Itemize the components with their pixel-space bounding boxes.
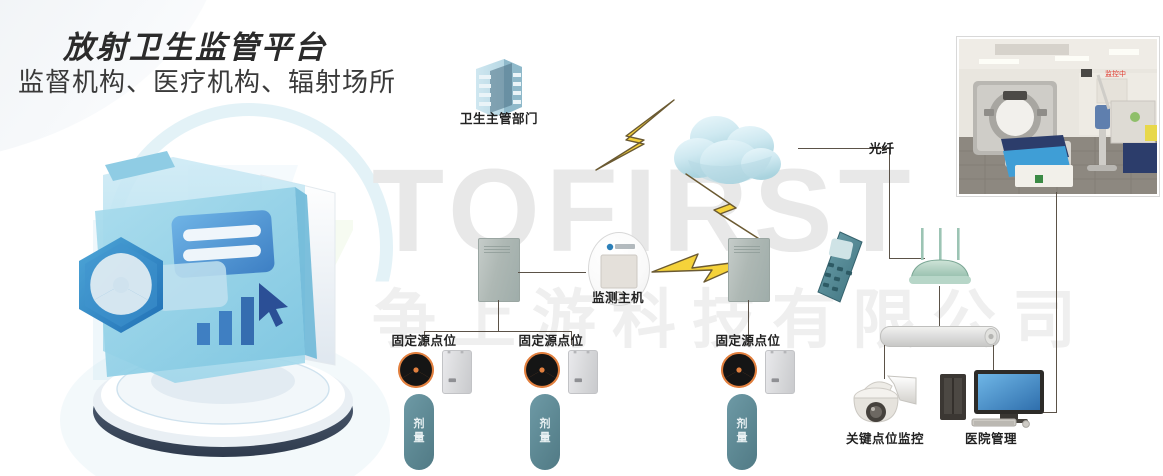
wireless-router-icon (909, 228, 971, 284)
wireless-link-bolt-icon (595, 99, 675, 171)
monitor-host-icon (588, 232, 650, 306)
link-gateway-branch (424, 331, 572, 333)
link-label-fiber: 光纤 (869, 142, 895, 156)
svg-text:监控中: 监控中 (1105, 69, 1126, 78)
radiation-trefoil-icon (524, 352, 560, 388)
dose-label-bottom: 量 (736, 432, 748, 444)
dose-label-top: 剂 (413, 418, 425, 431)
dose-label-top: 剂 (539, 418, 551, 431)
radiation-trefoil-icon (721, 352, 757, 388)
link-photo-to-pc (1056, 192, 1058, 413)
radiation-folder-illustration (79, 151, 353, 457)
detector-box-icon (442, 349, 472, 394)
link-bus-to-camera (884, 345, 886, 379)
page-title: 放射卫生监管平台 (63, 30, 327, 65)
link-gateway-right-down (748, 300, 750, 345)
dose-label-bottom: 量 (413, 432, 425, 444)
node-label-hospital-pc: 医院管理 (964, 432, 1017, 446)
dose-badge: 剂 量 (530, 394, 560, 470)
radiation-trefoil-icon (398, 352, 434, 388)
link-fiber-vertical (889, 148, 891, 258)
cloud-icon (674, 116, 781, 184)
link-cloud-to-fiber (798, 148, 890, 150)
wireless-link-bolt-icon (685, 173, 765, 243)
gateway-cabinet-icon (478, 238, 520, 302)
detector-box-icon (568, 349, 598, 394)
ct-room-photo: 监控中 (957, 37, 1159, 196)
handheld-detector-icon (817, 231, 863, 303)
dose-label-bottom: 量 (539, 432, 551, 444)
node-label-camera: 关键点位监控 (845, 432, 924, 446)
gateway-cabinet-icon (728, 238, 770, 302)
network-bus-icon (880, 326, 1000, 347)
link-branch-left (424, 331, 426, 345)
page-subtitle: 监督机构、医疗机构、辐射场所 (18, 67, 397, 97)
node-label-fixed-source-3: 固定源点位 (715, 334, 781, 348)
ptz-camera-icon (853, 375, 917, 423)
link-bus-to-pc (993, 345, 995, 387)
link-gateway-to-host (518, 272, 586, 274)
dose-badge: 剂 量 (404, 394, 434, 470)
node-label-monitor-host: 监测主机 (591, 291, 644, 305)
dose-badge: 剂 量 (727, 394, 757, 470)
server-icon (476, 59, 522, 117)
detector-box-icon (765, 349, 795, 394)
link-branch-right (571, 331, 573, 345)
desktop-computer-icon (940, 370, 1044, 428)
link-gateway-down (498, 300, 500, 332)
link-fiber-to-router (889, 258, 925, 260)
node-label-fixed-source-2: 固定源点位 (518, 334, 584, 348)
dose-label-top: 剂 (736, 418, 748, 431)
node-label-fixed-source-1: 固定源点位 (391, 334, 457, 348)
node-label-health-authority: 卫生主管部门 (459, 112, 538, 126)
link-router-to-bus (939, 286, 941, 328)
